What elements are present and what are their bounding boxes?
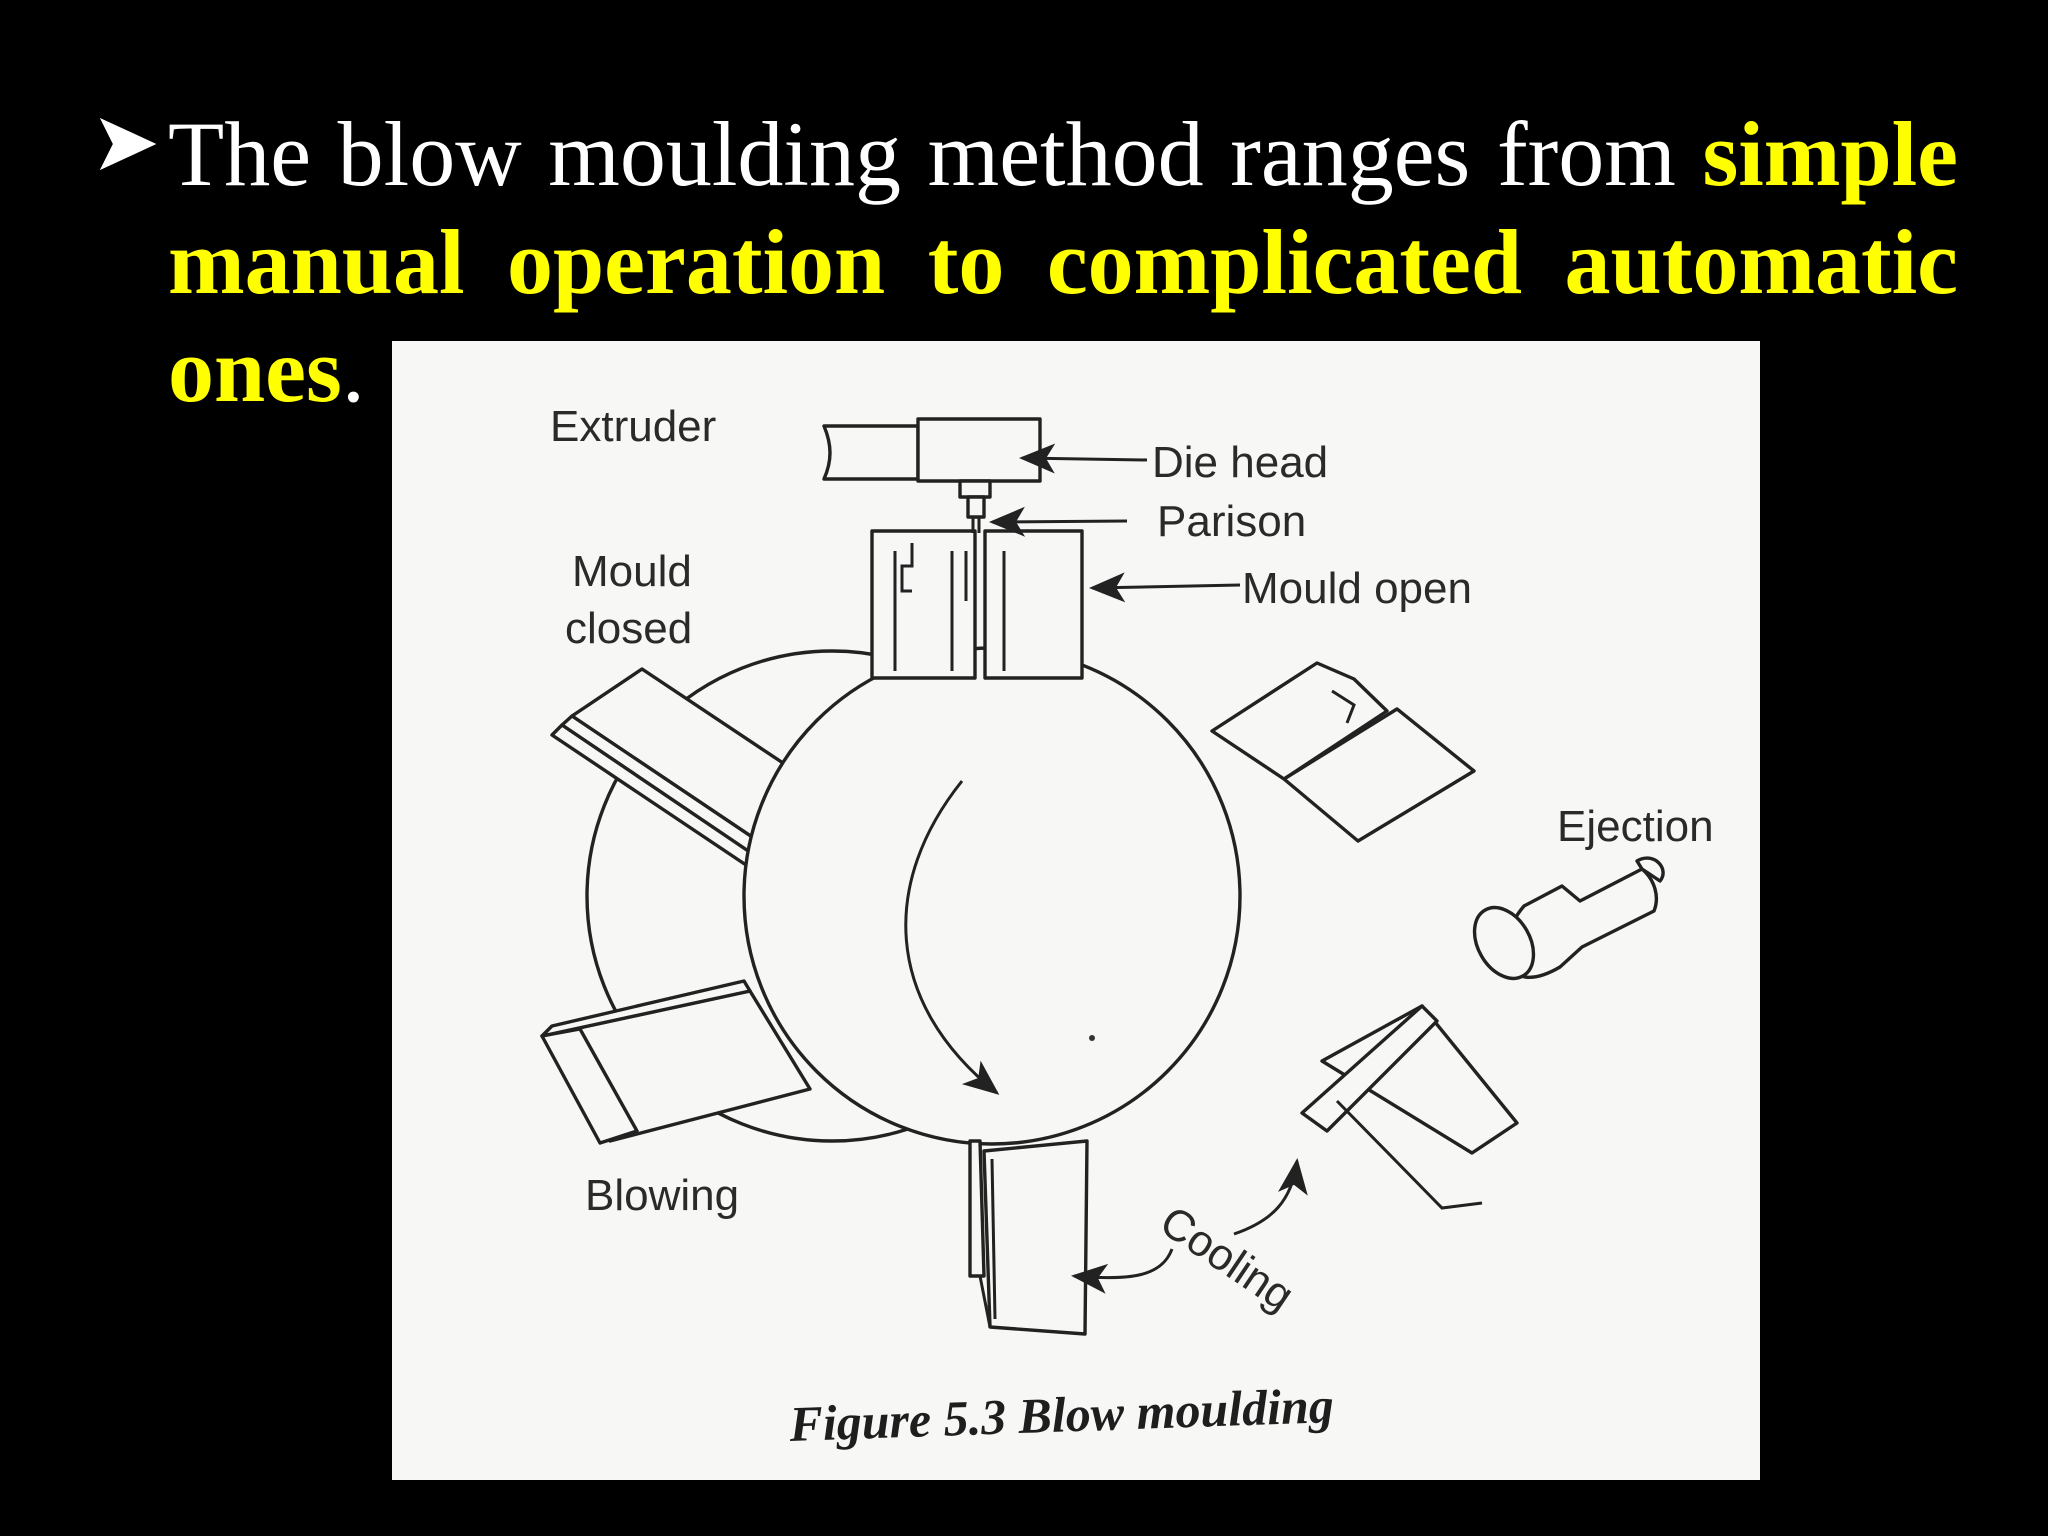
label-blowing: Blowing xyxy=(585,1171,739,1220)
label-cooling: Cooling xyxy=(1151,1197,1302,1321)
label-extruder: Extruder xyxy=(550,402,716,451)
arrow-bullet-icon xyxy=(99,117,157,171)
blow-moulding-diagram: Extruder Die head Parison Mould open Mou… xyxy=(540,402,1714,1452)
parison-pointer xyxy=(989,506,1128,537)
cooling-pointer-bottom xyxy=(1071,1248,1174,1294)
bullet-text-highlight: simple manual operation to complicated a… xyxy=(168,103,1958,421)
figure-caption: Figure 5.3 Blow moulding xyxy=(787,1377,1334,1452)
cooling-pointer-right xyxy=(1233,1158,1308,1236)
label-mould-closed-line2: closed xyxy=(565,604,692,653)
blow-moulding-figure: Extruder Die head Parison Mould open Mou… xyxy=(392,341,1760,1480)
mould-open-pointer xyxy=(1089,572,1241,603)
mould-top-open xyxy=(870,529,1084,680)
extruder xyxy=(822,417,1042,533)
front-turntable-disc xyxy=(742,646,1242,1146)
bullet-text: The blow moulding method ranges from sim… xyxy=(168,100,1958,424)
label-mould-closed-line1: Mould xyxy=(572,547,692,596)
mould-lower-right xyxy=(1300,1004,1519,1210)
label-parison: Parison xyxy=(1157,497,1306,546)
label-ejection: Ejection xyxy=(1557,802,1714,851)
mould-upper-right xyxy=(1210,661,1476,843)
label-die-head: Die head xyxy=(1152,438,1328,487)
mould-bottom xyxy=(968,1139,1089,1336)
die-head-pointer xyxy=(1019,443,1148,474)
label-mould-open: Mould open xyxy=(1242,564,1472,613)
ejected-bottle xyxy=(1472,856,1665,981)
mould-lower-left xyxy=(540,979,812,1145)
bullet-text-plain: The blow moulding method ranges from xyxy=(168,103,1703,205)
bullet-text-period: . xyxy=(341,319,365,421)
rotation-arrow-icon xyxy=(904,780,1000,1095)
